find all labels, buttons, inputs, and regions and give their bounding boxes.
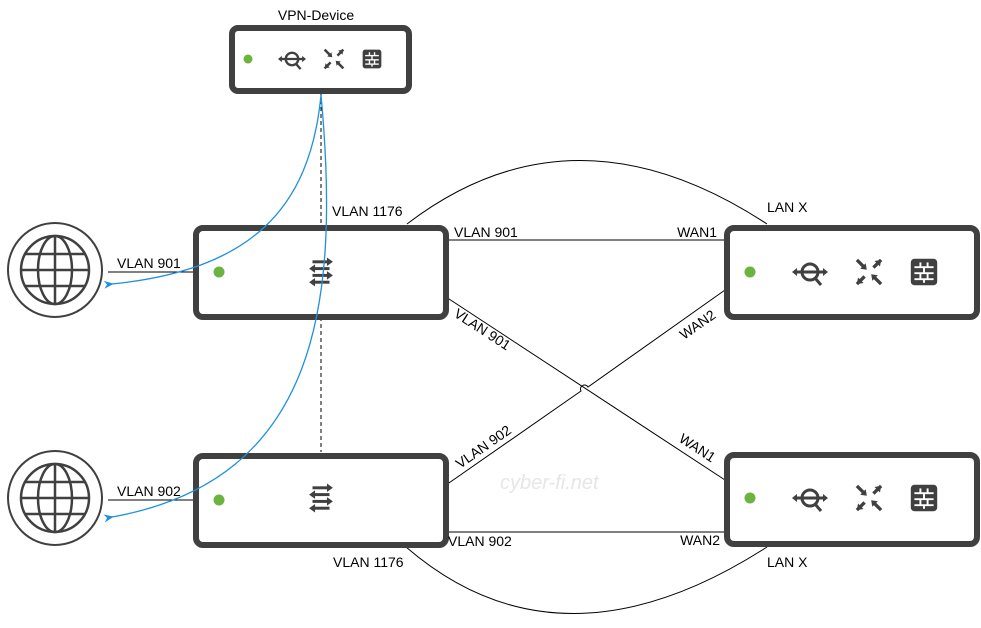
label-sw-bottom-to-fw-top: VLAN 902 <box>453 422 515 472</box>
firewall-icon <box>361 48 383 70</box>
label-fw-bottom-lan: LAN X <box>767 554 808 570</box>
label-sw-bottom-arc: VLAN 1176 <box>333 554 404 570</box>
firewall-icon <box>909 257 939 287</box>
label-fw-top-wan1: WAN1 <box>677 224 717 240</box>
vpn-device[interactable] <box>229 25 412 94</box>
label-internet-top-link: VLAN 901 <box>117 255 181 271</box>
link-vlan1176-bottom-arc <box>405 546 768 614</box>
status-dot <box>213 266 225 278</box>
label-fw-top-wan2: WAN2 <box>677 306 719 342</box>
link-vlan1176-top-arc <box>406 160 768 225</box>
watermark: cyber-fi.net <box>500 472 600 494</box>
globe-icon <box>6 449 104 547</box>
traffic-flow-bottom <box>103 94 328 523</box>
firewall-bottom[interactable] <box>724 452 980 547</box>
globe-icon <box>6 221 104 319</box>
switch-bottom[interactable] <box>193 453 449 548</box>
link-sw-top-fw-bottom <box>445 296 726 481</box>
firewall-icon <box>909 483 939 513</box>
traffic-flows <box>103 94 328 523</box>
label-sw-top-to-fw-top: VLAN 901 <box>454 224 518 240</box>
links <box>108 93 768 614</box>
status-dot <box>744 492 756 504</box>
internet-top <box>6 221 104 319</box>
label-fw-bottom-wan1: WAN1 <box>676 430 718 465</box>
vpn-device-title: VPN-Device <box>278 7 354 23</box>
traffic-flow-top <box>103 94 322 289</box>
internet-bottom <box>6 449 104 547</box>
firewall-top[interactable] <box>724 225 980 320</box>
label-sw-top-to-fw-bottom: VLAN 901 <box>451 305 513 353</box>
label-internet-bottom-link: VLAN 902 <box>117 483 181 499</box>
status-dot <box>744 266 756 278</box>
switch-top[interactable] <box>193 225 449 320</box>
label-fw-bottom-wan2: WAN2 <box>680 532 720 548</box>
status-dot <box>243 54 253 64</box>
link-sw-bottom-fw-top <box>445 289 726 486</box>
label-sw-bottom-to-fw-bottom: VLAN 902 <box>448 533 512 549</box>
status-dot <box>213 494 225 506</box>
label-sw-top-arc: VLAN 1176 <box>332 203 403 219</box>
label-fw-top-lan: LAN X <box>767 199 808 215</box>
